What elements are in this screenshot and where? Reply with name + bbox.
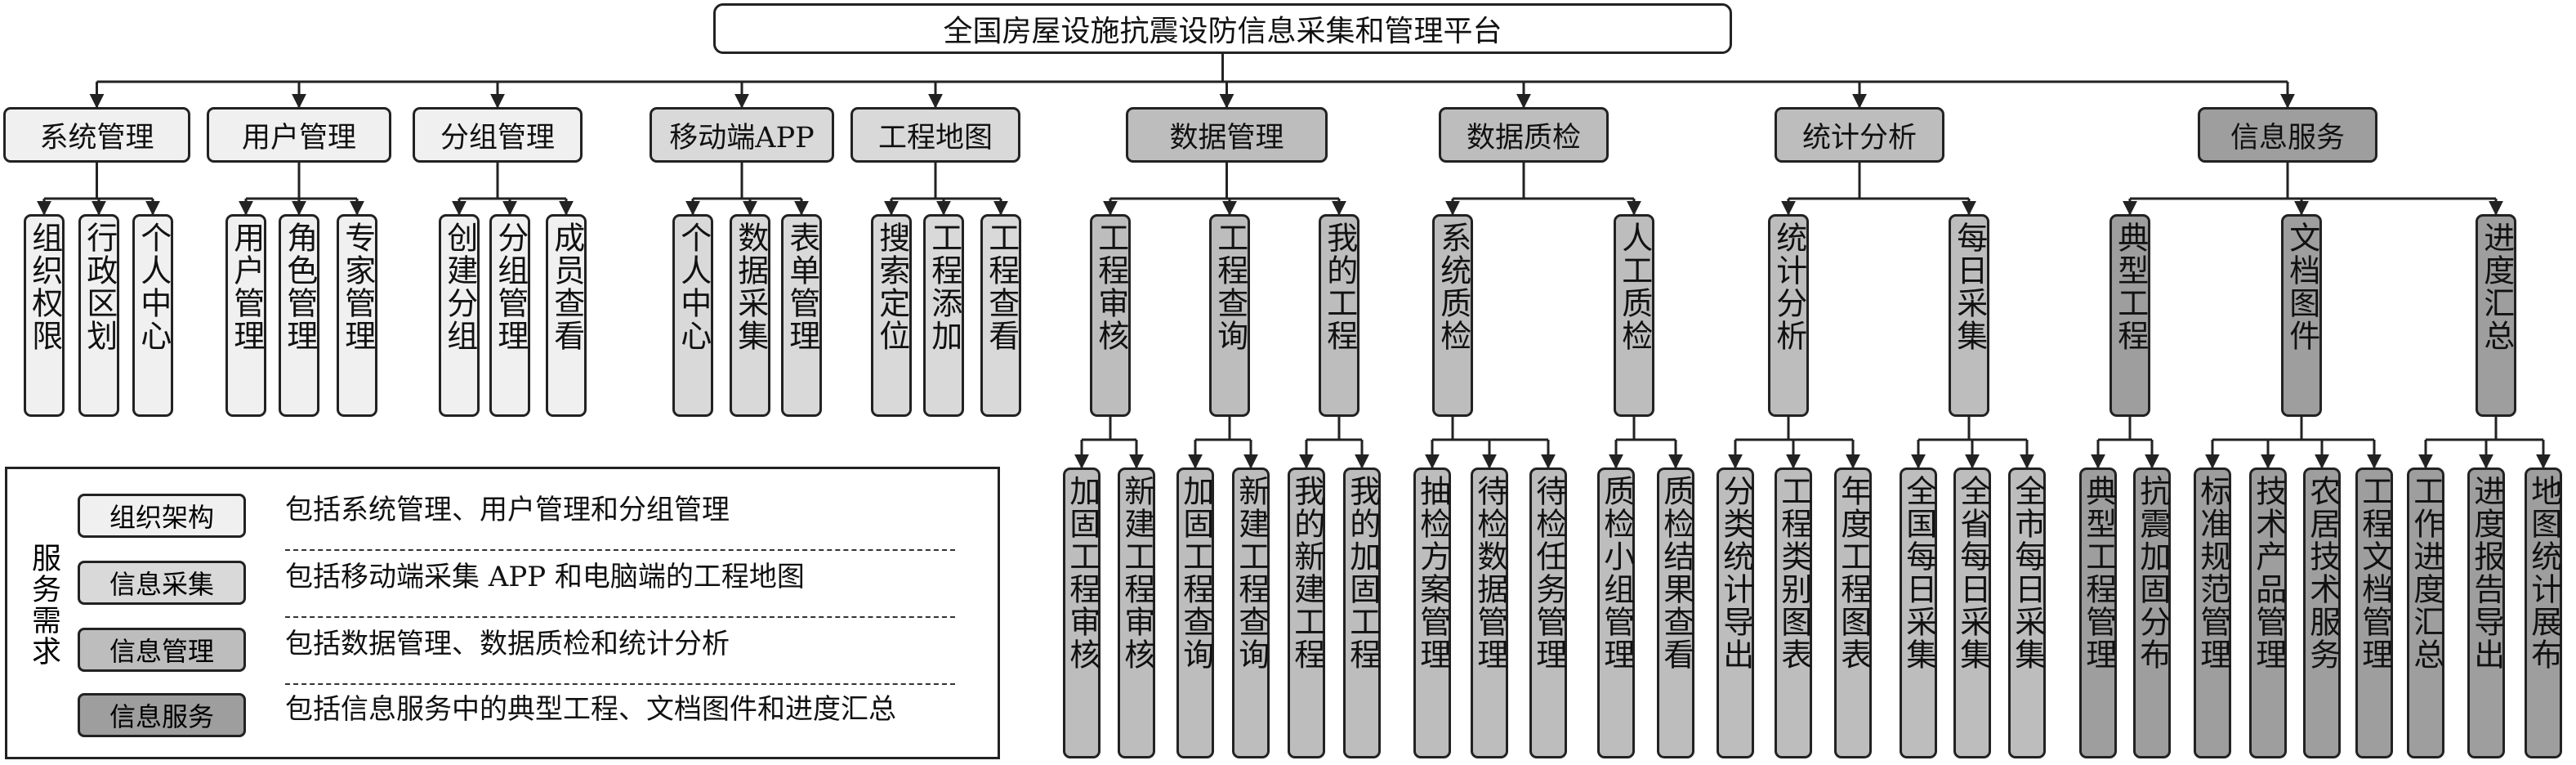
submodule-box: 成员查看: [546, 214, 587, 417]
module-box: 工程地图: [850, 107, 1020, 163]
legend-badge: 信息服务: [78, 693, 246, 737]
submodule-box: 每日采集: [1949, 214, 1989, 417]
function-box: 加固工程查询: [1176, 468, 1214, 758]
legend-divider: [285, 683, 955, 685]
legend-row: 信息服务 包括信息服务中的典型工程、文档图件和进度汇总: [7, 683, 998, 749]
module-box: 信息服务: [2198, 107, 2377, 163]
function-box: 农居技术服务: [2303, 468, 2341, 758]
function-box: 标准规范管理: [2194, 468, 2231, 758]
module-box: 数据质检: [1439, 107, 1609, 163]
legend-description: 包括信息服务中的典型工程、文档图件和进度汇总: [285, 693, 896, 726]
submodule-box: 我的工程: [1319, 214, 1359, 417]
submodule-box: 行政区划: [78, 214, 119, 417]
legend-title: 服务需求: [27, 543, 60, 667]
submodule-box: 统计分析: [1768, 214, 1809, 417]
function-box: 全省每日采集: [1953, 468, 1991, 758]
submodule-box: 个人中心: [132, 214, 173, 417]
legend-panel: 服务需求 组织架构 包括系统管理、用户管理和分组管理 信息采集 包括移动端采集 …: [5, 467, 1000, 759]
submodule-box: 人工质检: [1614, 214, 1654, 417]
legend-description: 包括移动端采集 APP 和电脑端的工程地图: [285, 561, 805, 593]
legend-divider: [285, 616, 955, 618]
function-box: 待检任务管理: [1529, 468, 1567, 758]
function-box: 工程文档管理: [2355, 468, 2393, 758]
legend-badge: 信息采集: [78, 561, 246, 605]
function-box: 质检小组管理: [1597, 468, 1635, 758]
function-box: 工作进度汇总: [2407, 468, 2444, 758]
legend-divider: [285, 549, 955, 551]
function-box: 新建工程审核: [1118, 468, 1155, 758]
function-box: 加固工程审核: [1063, 468, 1100, 758]
module-box: 系统管理: [3, 107, 190, 163]
function-box: 抽检方案管理: [1413, 468, 1451, 758]
function-box: 抗震加固分布: [2133, 468, 2171, 758]
function-box: 我的加固工程: [1343, 468, 1381, 758]
legend-row: 信息管理 包括数据管理、数据质检和统计分析: [7, 618, 998, 685]
legend-row: 信息采集 包括移动端采集 APP 和电脑端的工程地图: [7, 551, 998, 618]
function-box: 典型工程管理: [2079, 468, 2117, 758]
function-box: 工程类别图表: [1775, 468, 1812, 758]
function-box: 新建工程查询: [1232, 468, 1270, 758]
module-box: 用户管理: [207, 107, 391, 163]
legend-badge: 信息管理: [78, 628, 246, 672]
submodule-box: 数据采集: [730, 214, 770, 417]
function-box: 分类统计导出: [1717, 468, 1754, 758]
function-box: 地图统计展布: [2525, 468, 2562, 758]
function-box: 技术产品管理: [2249, 468, 2287, 758]
legend-badge: 组织架构: [78, 494, 246, 538]
submodule-box: 用户管理: [225, 214, 266, 417]
function-box: 我的新建工程: [1288, 468, 1325, 758]
function-box: 全国每日采集: [1900, 468, 1937, 758]
submodule-box: 角色管理: [279, 214, 319, 417]
submodule-box: 文档图件: [2281, 214, 2322, 417]
submodule-box: 专家管理: [337, 214, 377, 417]
submodule-box: 分组管理: [489, 214, 530, 417]
submodule-box: 工程添加: [923, 214, 964, 417]
function-box: 进度报告导出: [2467, 468, 2505, 758]
submodule-box: 工程查询: [1209, 214, 1250, 417]
submodule-box: 工程查看: [980, 214, 1021, 417]
submodule-box: 进度汇总: [2476, 214, 2516, 417]
module-box: 移动端APP: [650, 107, 834, 163]
legend-description: 包括数据管理、数据质检和统计分析: [285, 628, 730, 660]
submodule-box: 搜索定位: [871, 214, 912, 417]
function-box: 待检数据管理: [1471, 468, 1508, 758]
platform-title: 全国房屋设施抗震设防信息采集和管理平台: [713, 3, 1732, 54]
function-box: 全市每日采集: [2008, 468, 2046, 758]
submodule-box: 组织权限: [24, 214, 65, 417]
submodule-box: 创建分组: [439, 214, 480, 417]
submodule-box: 典型工程: [2109, 214, 2150, 417]
module-box: 数据管理: [1126, 107, 1328, 163]
submodule-box: 表单管理: [781, 214, 822, 417]
legend-row: 组织架构 包括系统管理、用户管理和分组管理: [7, 484, 998, 551]
submodule-box: 工程审核: [1090, 214, 1131, 417]
submodule-box: 个人中心: [672, 214, 713, 417]
module-box: 分组管理: [413, 107, 583, 163]
function-box: 年度工程图表: [1834, 468, 1872, 758]
function-box: 质检结果查看: [1657, 468, 1694, 758]
module-box: 统计分析: [1775, 107, 1944, 163]
submodule-box: 系统质检: [1432, 214, 1473, 417]
legend-description: 包括系统管理、用户管理和分组管理: [285, 494, 730, 526]
